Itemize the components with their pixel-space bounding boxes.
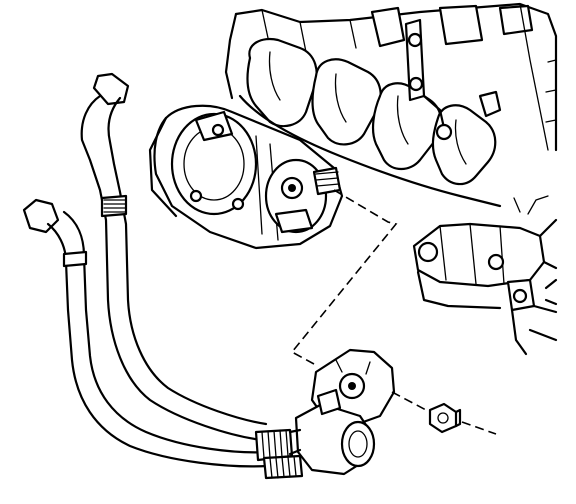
hose-ferrules bbox=[254, 428, 304, 480]
ac-compressor bbox=[148, 104, 344, 250]
alignment-lines bbox=[290, 189, 497, 435]
exhaust-manifold bbox=[238, 37, 502, 208]
engine-block bbox=[224, 2, 558, 152]
starter-motor bbox=[412, 195, 558, 356]
manifold-block bbox=[288, 348, 396, 476]
discharge-hose bbox=[22, 198, 272, 468]
mounting-nut bbox=[428, 402, 462, 434]
suction-hose bbox=[80, 72, 268, 442]
manifold-stud-bracket bbox=[404, 18, 502, 141]
